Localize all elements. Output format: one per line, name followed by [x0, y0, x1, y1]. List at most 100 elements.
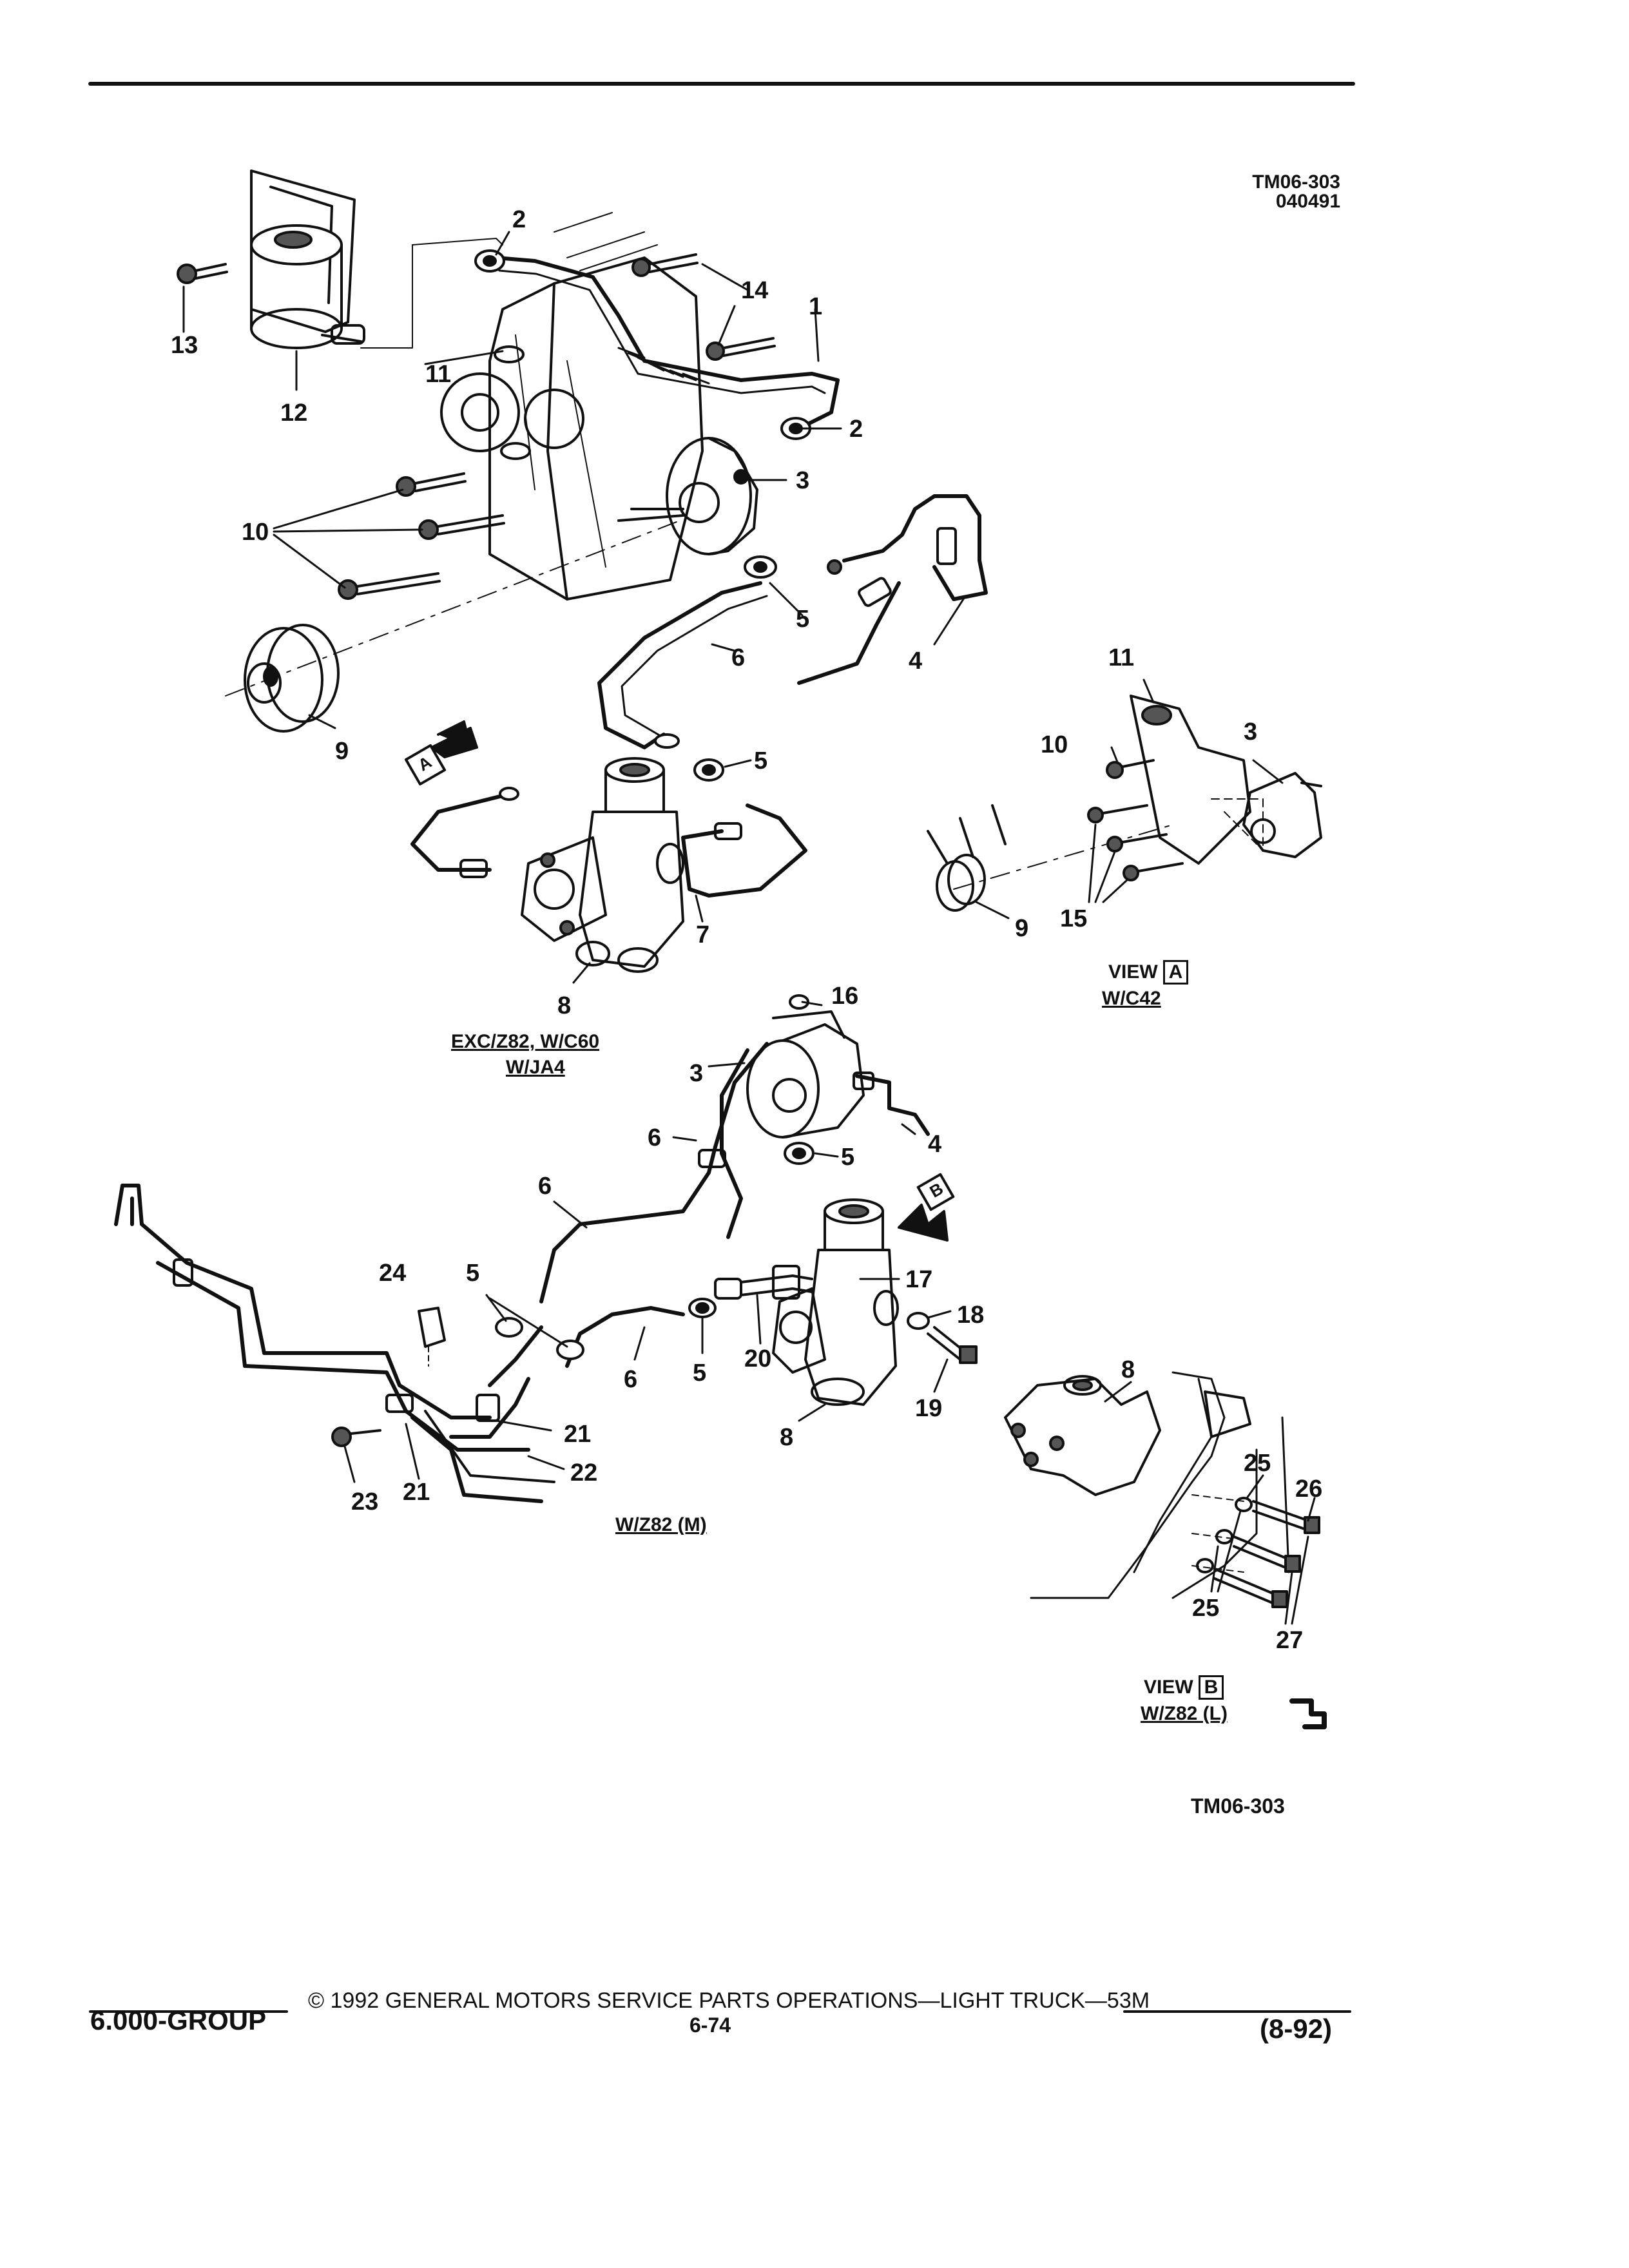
- cooler-line-22: [114, 1184, 555, 1503]
- view-a-callout-9: 9: [1015, 915, 1029, 942]
- view-b-option: W/Z82 (L): [1141, 1703, 1228, 1724]
- middle-callout-4: 4: [928, 1131, 942, 1158]
- callout-12: 12: [280, 399, 308, 427]
- return-hose-upper: [410, 787, 519, 878]
- view-b-callout-25b: 25: [1192, 1595, 1220, 1622]
- middle-callout-6c: 6: [624, 1366, 638, 1393]
- middle-callout-21b: 21: [403, 1479, 430, 1506]
- clamp-5-upper: [744, 555, 777, 579]
- middle-callout-19: 19: [915, 1395, 943, 1422]
- middle-callout-6a: 6: [648, 1124, 662, 1151]
- footer-group: 6.000-GROUP: [90, 2005, 267, 2035]
- bolts-10: [338, 472, 505, 600]
- view-b-arrow: [898, 1173, 955, 1242]
- line-4-middle: [853, 1072, 930, 1136]
- footer-date: (8-92): [1260, 2013, 1333, 2044]
- view-b-callout-27: 27: [1276, 1627, 1304, 1654]
- rebuild-symbol: [1289, 1698, 1327, 1729]
- connector-20: [714, 1265, 813, 1300]
- pressure-line-4: [797, 494, 988, 685]
- callout-2-upper: 2: [512, 206, 526, 233]
- steering-gear-upper: [521, 757, 684, 973]
- middle-callout-22: 22: [570, 1459, 598, 1486]
- bolt-19: [927, 1326, 978, 1364]
- middle-callout-18: 18: [957, 1302, 985, 1329]
- callout-4: 4: [909, 648, 923, 675]
- view-b-callout-8: 8: [1121, 1356, 1135, 1383]
- steering-gear-middle: [772, 1198, 899, 1406]
- figure-code-bottom: TM06-303: [1191, 1794, 1285, 1818]
- clamp-2-upper: [474, 249, 505, 273]
- callout-14: 14: [741, 277, 769, 304]
- middle-callout-23: 23: [351, 1488, 379, 1515]
- view-a-word: VIEW: [1108, 961, 1158, 983]
- middle-callout-5c: 5: [693, 1360, 707, 1387]
- middle-callout-5b: 5: [466, 1260, 480, 1287]
- caption-upper-line-1: EXC/Z82, W/C60: [451, 1031, 600, 1052]
- callout-1: 1: [809, 293, 823, 320]
- callout-8: 8: [557, 992, 572, 1019]
- caption-middle: W/Z82 (M): [615, 1514, 707, 1535]
- view-b-letter-box: B: [1198, 1675, 1224, 1700]
- callout-13: 13: [171, 332, 198, 359]
- view-b-drawing: [1004, 1371, 1320, 1608]
- view-a-callout-3: 3: [1244, 718, 1258, 745]
- pump-3: [617, 437, 758, 555]
- view-b-callout-25a: 25: [1244, 1450, 1271, 1477]
- clip-24: [418, 1307, 446, 1367]
- view-a-callout-10: 10: [1041, 731, 1068, 758]
- middle-callout-20: 20: [744, 1345, 772, 1372]
- middle-callout-17: 17: [905, 1266, 933, 1293]
- footer-copyright: © 1992 GENERAL MOTORS SERVICE PARTS OPER…: [308, 1988, 1150, 2013]
- caption-upper-line-2: W/JA4: [506, 1057, 565, 1078]
- callout-2-lower: 2: [849, 416, 863, 443]
- callout-11: 11: [425, 361, 452, 388]
- middle-callout-21a: 21: [564, 1421, 592, 1448]
- middle-callout-24: 24: [379, 1260, 407, 1287]
- engine-block: [360, 212, 704, 601]
- clamps-5-lower: [495, 1302, 709, 1360]
- callout-6: 6: [731, 644, 746, 671]
- view-b-callout-26: 26: [1295, 1475, 1323, 1503]
- callout-9: 9: [335, 738, 349, 765]
- hose-7: [681, 803, 807, 898]
- middle-callout-5a: 5: [841, 1144, 855, 1171]
- view-a-arrow: [404, 720, 478, 786]
- bolts-14: [631, 253, 776, 361]
- callout-10: 10: [242, 519, 269, 546]
- view-a-letter-box: A: [1162, 960, 1189, 985]
- bolt-13: [177, 263, 228, 284]
- hose-6-middle: [539, 1042, 769, 1303]
- middle-callout-8: 8: [780, 1424, 794, 1451]
- middle-callout-16: 16: [831, 983, 859, 1010]
- figure-code-header: TM06-303 040491: [1211, 173, 1340, 211]
- hose-6-upper: [597, 581, 768, 749]
- callout-7: 7: [696, 921, 710, 948]
- figure-code-line-1: TM06-303: [1252, 171, 1340, 193]
- view-a-option: W/C42: [1102, 988, 1161, 1009]
- middle-callout-3: 3: [689, 1060, 704, 1087]
- view-a-callout-11: 11: [1108, 644, 1135, 671]
- bolt-23: [331, 1427, 381, 1447]
- middle-callout-6b: 6: [538, 1173, 552, 1200]
- pump-3-middle: [746, 994, 865, 1139]
- footer-page-number: 6-74: [689, 2013, 731, 2037]
- callout-5-upper: 5: [796, 606, 810, 633]
- view-a-callout-15: 15: [1060, 905, 1088, 932]
- figure-code-line-2: 040491: [1275, 191, 1340, 212]
- leader-lines: [273, 231, 1316, 1625]
- view-b-word: VIEW: [1144, 1677, 1193, 1698]
- washer-18: [907, 1312, 930, 1330]
- reservoir-12: [250, 169, 365, 349]
- view-a-drawing: [927, 695, 1322, 912]
- clamp-5-mid: [693, 758, 724, 782]
- hose-1: [494, 256, 840, 427]
- hose-6-lower: [565, 1298, 717, 1368]
- callout-5-mid: 5: [754, 747, 768, 774]
- callout-3: 3: [796, 467, 810, 494]
- clamp-5-middle: [784, 1142, 815, 1165]
